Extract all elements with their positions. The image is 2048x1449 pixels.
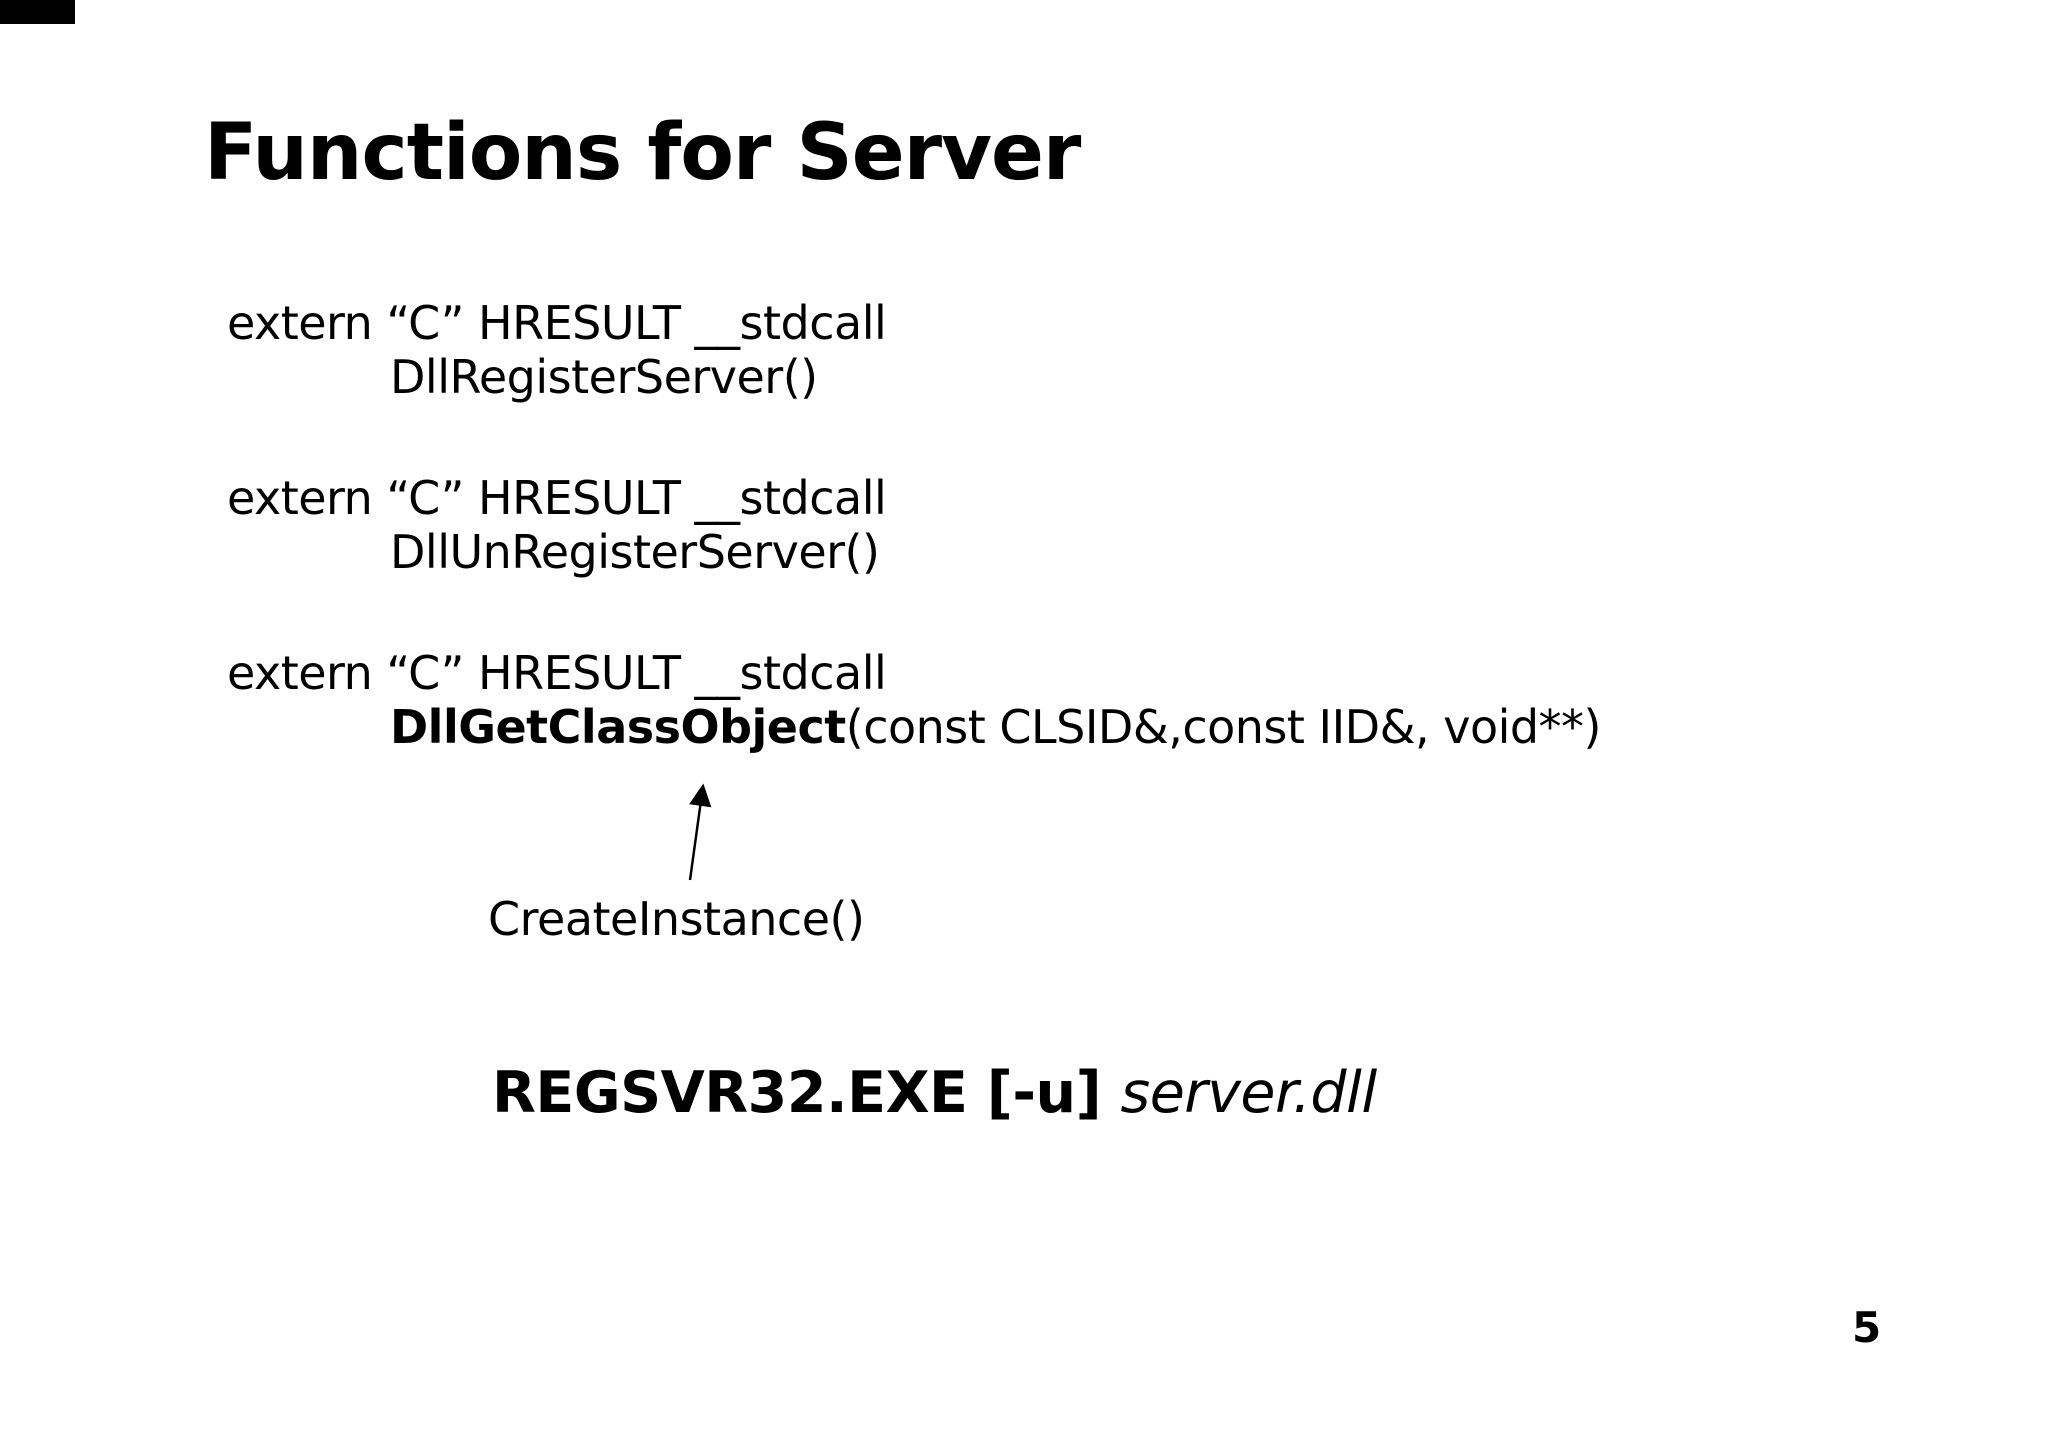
createinstance-label: CreateInstance() <box>488 892 865 946</box>
code-line: DllUnRegisterServer() <box>227 525 886 579</box>
up-arrow-icon <box>688 783 712 881</box>
regsvr-command: REGSVR32.EXE [-u] server.dll <box>492 1060 1377 1126</box>
code-line: extern “C” HRESULT __stdcall <box>227 296 887 350</box>
function-signature: DllUnRegisterServer() <box>390 525 880 579</box>
code-line: extern “C” HRESULT __stdcall <box>227 646 887 700</box>
code-block-dllunregisterserver: extern “C” HRESULT __stdcall DllUnRegist… <box>227 471 887 579</box>
code-block-dllgetclassobject: extern “C” HRESULT __stdcall DllGetClass… <box>227 646 1602 754</box>
page-title: Functions for Server <box>204 108 1081 198</box>
code-line: DllGetClassObject(const CLSID&,const IID… <box>227 700 1602 754</box>
function-name-bold: DllGetClassObject <box>390 700 846 754</box>
corner-marker <box>0 0 75 24</box>
regsvr-command-bold: REGSVR32.EXE [-u] <box>492 1060 1121 1126</box>
code-line: extern “C” HRESULT __stdcall <box>227 471 887 525</box>
regsvr-command-dllname: server.dll <box>1120 1060 1378 1126</box>
page-number: 5 <box>1852 1303 1882 1352</box>
code-line: DllRegisterServer() <box>227 350 886 404</box>
function-signature: DllRegisterServer() <box>390 350 818 404</box>
function-signature: (const CLSID&,const IID&, void**) <box>845 700 1602 754</box>
code-block-dllregisterserver: extern “C” HRESULT __stdcall DllRegister… <box>227 296 887 404</box>
